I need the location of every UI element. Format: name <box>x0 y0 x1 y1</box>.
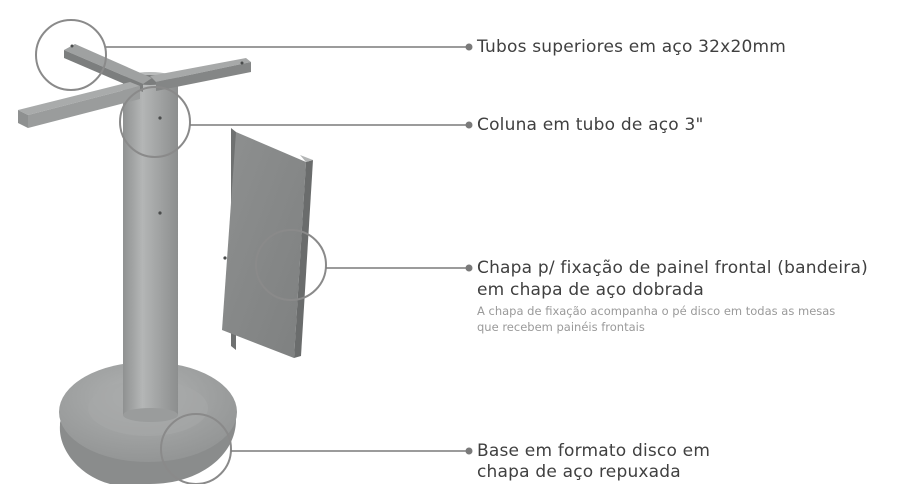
steel-column <box>122 72 178 422</box>
chapa-leader-dot <box>465 264 473 272</box>
tubos-label: Tubos superiores em aço 32x20mm <box>477 37 786 57</box>
coluna-callout-circle <box>119 86 191 158</box>
coluna-leader-dot <box>465 121 473 129</box>
base-label-line2: chapa de aço repuxada <box>477 462 681 482</box>
callout-circles <box>35 19 327 484</box>
front-panel-plate <box>222 128 313 358</box>
chapa-label-line2: em chapa de aço dobrada <box>477 280 704 300</box>
chapa-callout-circle <box>255 229 327 301</box>
chapa-label-line1: Chapa p/ fixação de painel frontal (band… <box>477 258 868 278</box>
tubos-leader-dot <box>465 43 473 51</box>
top-steel-tubes <box>18 44 251 128</box>
chapa-note-line1: A chapa de fixação acompanha o pé disco … <box>477 304 836 318</box>
coluna-label: Coluna em tubo de aço 3" <box>477 115 704 135</box>
base-leader-dot <box>465 447 473 455</box>
base-label-line1: Base em formato disco em <box>477 441 711 461</box>
base-callout-circle <box>160 413 232 484</box>
chapa-note-line2: que recebem painéis frontais <box>477 320 645 334</box>
leader-lines <box>106 43 473 455</box>
tubos-callout-circle <box>35 19 107 91</box>
